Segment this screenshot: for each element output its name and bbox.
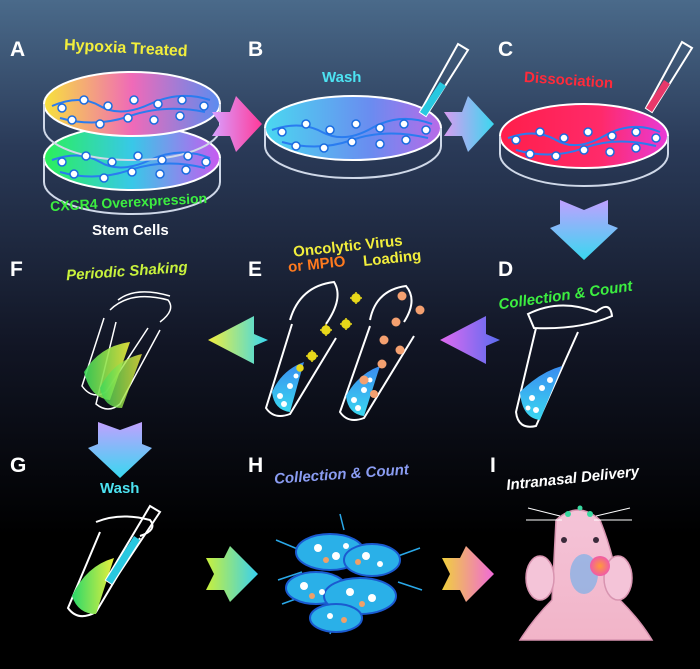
virus-particle-icon: [296, 292, 362, 372]
flow-arrow-icon: [88, 422, 152, 478]
step-letter-c: C: [498, 38, 514, 61]
flow-arrow-icon: [212, 96, 262, 152]
step-letter-i: I: [490, 454, 496, 477]
petri-dish-c-icon: [499, 103, 669, 187]
pipette-b-icon: [418, 42, 470, 118]
cells-e: [277, 373, 373, 411]
caption-b: Wash: [322, 69, 362, 86]
centrifuge-tube-e1-icon: [264, 280, 339, 417]
step-letter-e: E: [248, 258, 263, 281]
caption-g: Wash: [100, 480, 140, 497]
mouse-icon: [518, 505, 654, 641]
step-letter-h: H: [248, 454, 264, 477]
flow-arrow-icon: [206, 546, 258, 602]
step-letter-b: B: [248, 38, 264, 61]
flow-arrow-icon: [208, 316, 268, 364]
flow-arrow-icon: [442, 546, 494, 602]
mpio-bead-icon: [359, 291, 425, 398]
cells-b: [277, 119, 431, 153]
centrifuge-tube-f-icon: [81, 291, 172, 410]
step-letter-d: D: [498, 258, 514, 281]
caption-a-stem-cells: Stem Cells: [92, 222, 169, 239]
petri-dish-b-icon: [264, 95, 442, 179]
flow-arrow-icon: [550, 200, 618, 260]
step-letter-f: F: [10, 258, 23, 281]
cells-d: [525, 377, 553, 413]
cells-c: [511, 127, 661, 161]
step-letter-a: A: [10, 38, 26, 61]
cells-a: [57, 95, 211, 183]
cell-cluster-icon: [275, 513, 423, 635]
centrifuge-tube-g-icon: [66, 504, 162, 618]
step-letter-g: G: [10, 454, 27, 477]
flow-arrow-icon: [440, 316, 500, 364]
flow-arrow-icon: [444, 96, 494, 152]
pipette-c-icon: [644, 40, 694, 114]
